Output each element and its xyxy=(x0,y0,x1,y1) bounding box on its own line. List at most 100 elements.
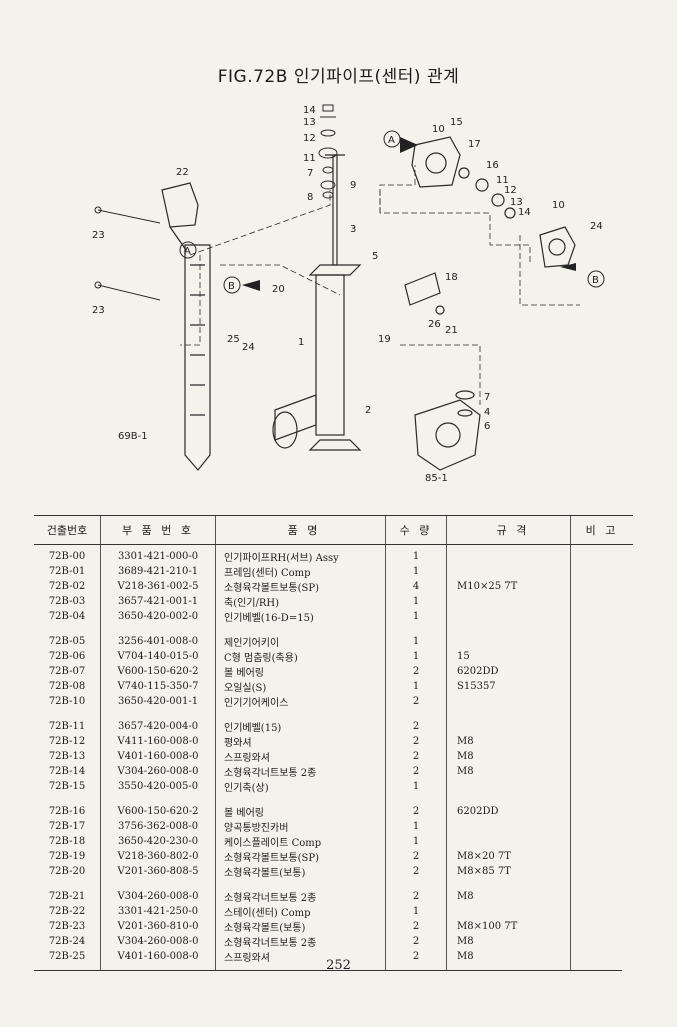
callout-19: 19 xyxy=(378,334,391,345)
callout-24a: 24 xyxy=(590,221,603,232)
cell-code: 72B-07 xyxy=(48,666,86,677)
page-number: 252 xyxy=(326,958,351,973)
spacer-cell xyxy=(385,624,447,634)
cell-spec xyxy=(446,564,571,579)
callout-22: 22 xyxy=(176,167,189,178)
cell-spec: M10×25 7T xyxy=(446,579,571,594)
callout-26: 26 xyxy=(428,319,441,330)
cell-spec: M8 xyxy=(446,889,571,904)
cell-part: V201-360-808-5 xyxy=(100,864,216,879)
cell-note xyxy=(570,564,633,579)
case-plate xyxy=(404,272,445,315)
cell-code: 72B-19 xyxy=(48,851,86,862)
cell-note xyxy=(570,949,633,970)
cell-part: 3650-420-002-0 xyxy=(100,609,216,624)
group-spacer xyxy=(34,709,633,719)
cell-qty: 2 xyxy=(385,664,447,679)
callout-12: 12 xyxy=(303,133,316,144)
cell-name: C형 멈춤링(축용) xyxy=(215,649,386,664)
cell-note xyxy=(570,579,633,594)
cell-spec: M8×85 7T xyxy=(446,864,571,879)
cell-note xyxy=(570,734,633,749)
cell-code: 72B-16 xyxy=(48,806,86,817)
cell-part: 3657-420-004-0 xyxy=(100,719,216,734)
cell-name: 제인기어키이 xyxy=(215,634,386,649)
callout-23b: 23 xyxy=(92,305,105,316)
cell-spec: 6202DD xyxy=(446,804,571,819)
cell-qty: 1 xyxy=(385,904,447,919)
gear-case-upper xyxy=(411,136,516,219)
cell-spec xyxy=(446,904,571,919)
cell-spec xyxy=(446,694,571,709)
callout-12b: 12 xyxy=(504,185,517,196)
callout-69b-1: 69B-1 xyxy=(118,431,148,442)
cell-code: 72B-02 xyxy=(48,581,86,592)
cell-name: 인기베벨(15) xyxy=(215,719,386,734)
callout-1: 1 xyxy=(298,337,304,348)
cell-code: 72B-21 xyxy=(48,891,86,902)
cell-part: 3650-420-230-0 xyxy=(100,834,216,849)
cell-part: V740-115-350-7 xyxy=(100,679,216,694)
cell-qty: 1 xyxy=(385,594,447,609)
cell-spec xyxy=(446,609,571,624)
cell-code: 72B-15 xyxy=(48,781,86,792)
cell-part: 3301-421-000-0 xyxy=(100,544,216,564)
cell-spec xyxy=(446,779,571,794)
cell-name: 오일실(S) xyxy=(215,679,386,694)
cell-name: 평와셔 xyxy=(215,734,386,749)
cell-note xyxy=(570,804,633,819)
callout-13: 13 xyxy=(303,117,316,128)
cell-note xyxy=(570,849,633,864)
cell-spec: M8 xyxy=(446,734,571,749)
cell-note xyxy=(570,904,633,919)
spacer-cell xyxy=(446,624,571,634)
cell-spec: M8 xyxy=(446,764,571,779)
cell-name: 소형육각볼트(보통) xyxy=(215,919,386,934)
gear-case-right xyxy=(539,226,576,268)
cell-qty: 1 xyxy=(385,634,447,649)
callout-3: 3 xyxy=(350,224,356,235)
cell-qty: 2 xyxy=(385,934,447,949)
callout-16: 16 xyxy=(486,160,499,171)
cell-qty: 1 xyxy=(385,564,447,579)
cell-name: 프레임(센터) Comp xyxy=(215,564,386,579)
callout-11: 11 xyxy=(303,153,316,164)
callout-7a: 7 xyxy=(307,168,313,179)
spacer-cell xyxy=(34,624,101,634)
spacer-cell xyxy=(385,879,447,889)
callout-labels: 14 13 12 11 7 9 8 3 5 1 19 2 10 15 17 16… xyxy=(92,105,603,484)
cell-qty: 1 xyxy=(385,679,447,694)
spacer-cell xyxy=(34,709,101,719)
cell-note xyxy=(570,649,633,664)
cell-code: 72B-14 xyxy=(48,766,86,777)
cell-spec xyxy=(446,634,571,649)
gear-case-lower xyxy=(414,390,481,471)
cell-part: 3256-401-008-0 xyxy=(100,634,216,649)
cell-name: 양곡통방진카버 xyxy=(215,819,386,834)
cell-part: V600-150-620-2 xyxy=(100,664,216,679)
cell-code: 72B-18 xyxy=(48,836,86,847)
callout-10a: 10 xyxy=(432,124,445,135)
cell-part: V401-160-008-0 xyxy=(100,949,216,970)
cell-part: V600-150-620-2 xyxy=(100,804,216,819)
spacer-cell xyxy=(100,624,216,634)
cell-qty: 2 xyxy=(385,949,447,970)
cell-code: 72B-25 xyxy=(48,951,86,962)
cell-note xyxy=(570,834,633,849)
cell-spec xyxy=(446,594,571,609)
cell-name: 스테이(센터) Comp xyxy=(215,904,386,919)
cell-note xyxy=(570,679,633,694)
diagram-svg: 14 13 12 11 7 9 8 3 5 1 19 2 10 15 17 16… xyxy=(92,104,605,484)
spacer-cell xyxy=(215,709,386,719)
header-part-number: 부 품 번 호 xyxy=(100,515,216,545)
cell-spec: M8×100 7T xyxy=(446,919,571,934)
